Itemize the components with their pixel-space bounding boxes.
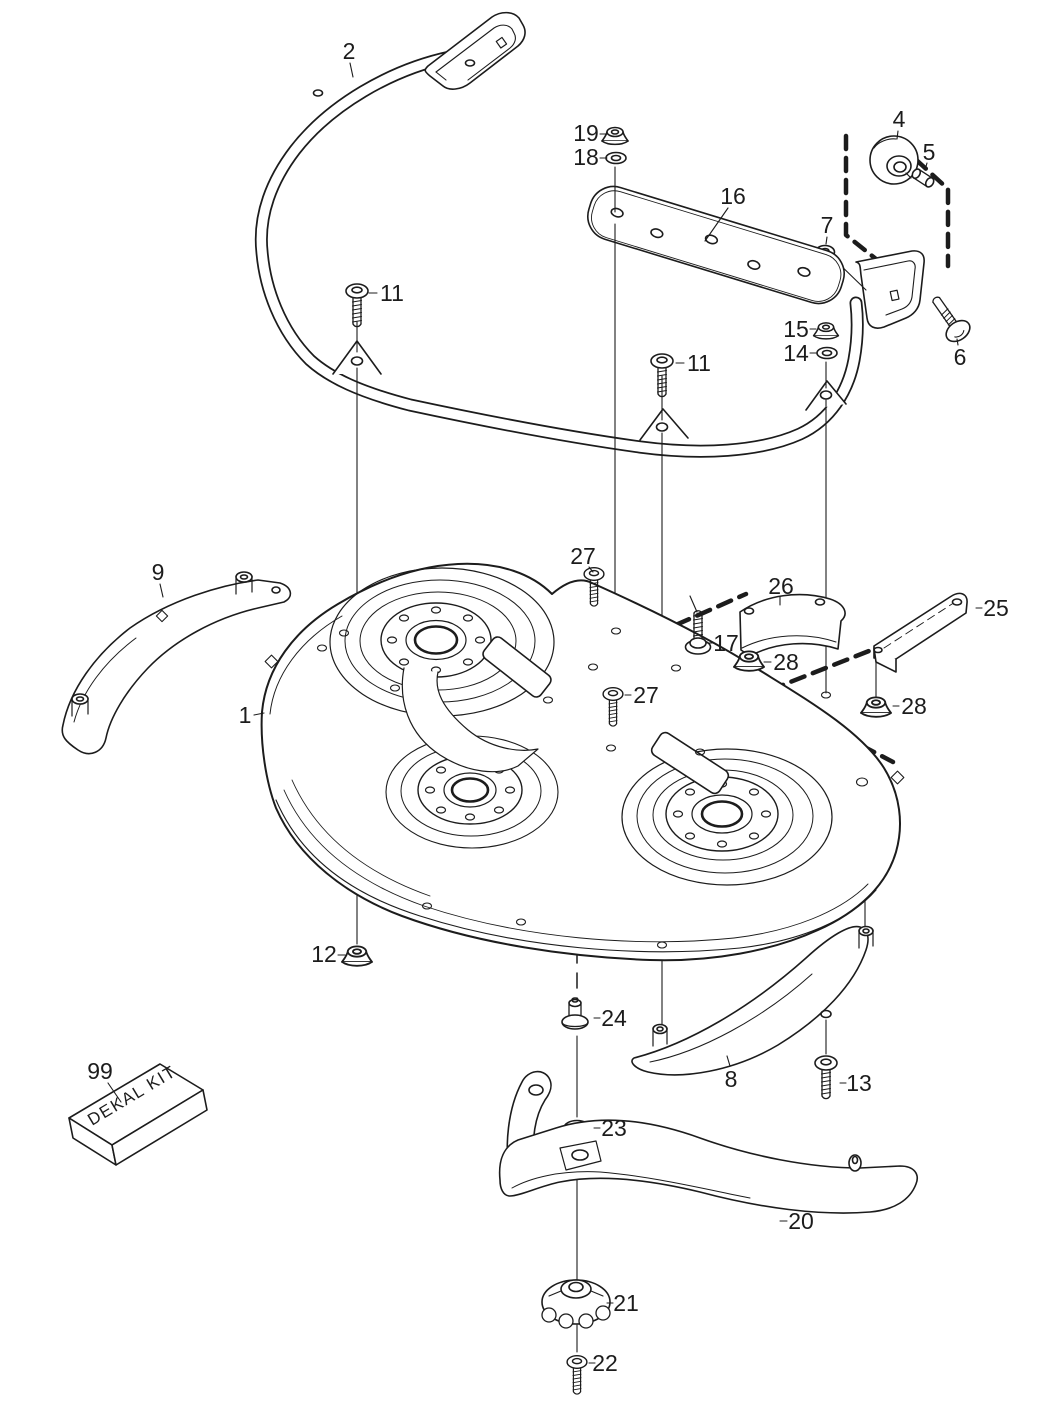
part-bracket-20 [498,1070,918,1214]
callout-20: 20 [788,1208,814,1234]
part-nut-19 [601,126,629,146]
callout-11-right: 11 [687,350,711,376]
callout-15: 15 [783,316,809,342]
part-nut-28-right [860,696,892,718]
callout-2: 2 [343,38,356,64]
callout-19: 19 [573,120,599,146]
callout-16: 16 [720,183,746,209]
callout-18: 18 [573,144,599,170]
callout-11-left: 11 [380,280,404,306]
part-bar-25 [873,592,968,673]
part-cover-plate-16 [587,185,845,305]
callout-labels: 2 19 18 16 4 5 7 6 15 14 11 11 9 1 27 17… [87,38,1009,1376]
part-washer-14 [816,346,838,360]
deck-belt-guide-1 [482,636,552,698]
callout-22: 22 [592,1350,618,1376]
deck-blade-arm [401,667,539,773]
part-spacer-24 [561,997,589,1030]
callout-26: 26 [768,573,794,599]
callout-9: 9 [152,559,165,585]
callout-5: 5 [923,139,936,165]
part-nut-15 [812,322,840,340]
part-roller [869,135,919,185]
callout-21: 21 [613,1290,639,1316]
callout-7: 7 [821,212,834,238]
label-leaders [107,62,983,1364]
part-guard-8 [631,925,874,1076]
callout-23: 23 [601,1115,627,1141]
part-screw-11-left [345,283,369,328]
callout-12: 12 [311,941,337,967]
callout-14: 14 [783,340,809,366]
callout-24: 24 [601,1005,627,1031]
callout-27-top: 27 [570,543,596,569]
part-pad-26 [739,593,846,657]
callout-17: 17 [713,630,739,656]
callout-4: 4 [893,106,906,132]
part-bolt-6 [932,296,971,343]
part-screw-13 [814,1055,838,1100]
part-left-bracket-9 [61,571,292,755]
part-spacer-5 [911,168,935,188]
deck-belt-guide-2 [650,731,730,795]
part-screw-22 [566,1354,588,1395]
part-frame-tube [254,11,864,458]
part-right-bracket [855,250,925,329]
callout-28-left: 28 [773,649,799,675]
frame-top-bracket [424,11,526,90]
callout-28-right: 28 [901,693,927,719]
callout-99: 99 [87,1058,113,1084]
part-nut-12 [341,945,373,967]
callout-27-bottom: 27 [633,682,659,708]
callout-8: 8 [725,1066,738,1092]
callout-6: 6 [954,344,967,370]
callout-1: 1 [239,702,252,728]
callout-25: 25 [983,595,1009,621]
part-knob-21 [541,1279,611,1329]
part-washer-18 [605,151,627,165]
callout-13: 13 [846,1070,872,1096]
